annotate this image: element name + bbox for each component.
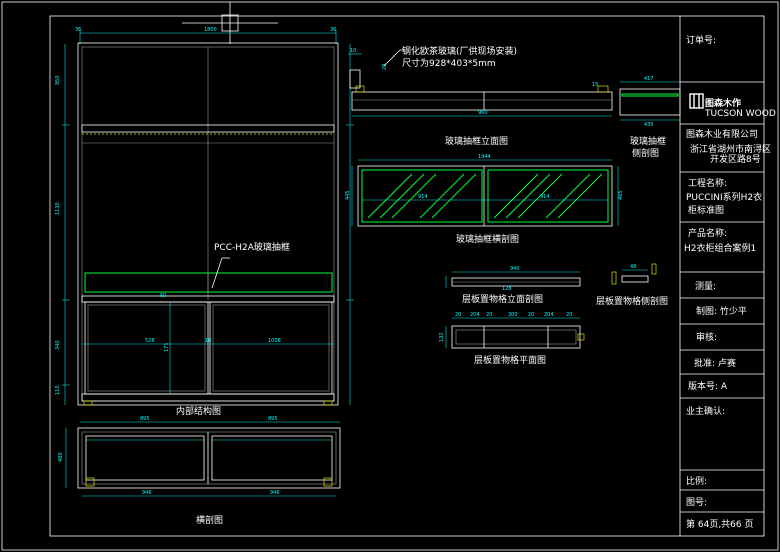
dim-shelf-p1: 20 [455,312,461,318]
glass-frame-front-title: 玻璃抽框立面图 [445,135,508,147]
glass-frame-front-view: 钢化欧茶玻璃(厂供现场安装) 尺寸为928*403*5mm 10 28 960 … [348,45,613,147]
shelf-side-title: 层板置物格侧剖图 [596,295,668,307]
approve-label: 批准: 卢赛 [694,357,736,369]
owner-confirm-label: 业主确认: [686,405,725,417]
dim-gf-sec-h2: 465 [618,190,624,200]
review-label: 审核: [696,331,717,343]
dim-top-width: 1800 [204,27,217,33]
dim-left-h3: 340 [55,340,61,350]
dim-shelf-side-w: 48 [630,264,636,270]
dim-sec-top: 895 [140,416,150,422]
dim-shelf-p2: 204 [470,312,480,318]
drawing-no-label: 图号: [686,497,707,508]
dim-sec-top-r: 895 [268,416,278,422]
address-line-2: 开发区路8号 [710,153,761,165]
shelf-side-view: 48 层板置物格侧剖图 [596,263,668,307]
drafter-label: 制图: 竹少平 [696,305,747,317]
dim-sec-bot-r: 946 [270,490,280,496]
inner-border [49,15,765,537]
pcc-frame-label: PCC-H2A玻璃抽框 [214,241,290,253]
dim-1008: 1008 [268,338,281,344]
glass-frame-side-title-1: 玻璃抽框 [630,135,666,147]
inner-structure-title: 内部结构图 [176,405,221,417]
dim-shelf-p4: 300 [508,312,518,318]
tucson-logo-icon [689,93,704,109]
glass-note: 钢化欧茶玻璃(厂供现场安装) [402,45,517,57]
project-name-2: 柜标准图 [688,204,724,216]
glass-frame-section-view: 1944 914 914 445 465 玻璃抽框横剖图 [345,154,624,245]
dim-shelf-p6: 204 [544,312,554,318]
dim-171: 171 [164,342,170,352]
dim-shelf-ph: 132 [439,332,445,342]
order-no-label: 订单号: [686,34,716,46]
dim-gf-sec-h: 445 [345,190,351,200]
company-name: 图森木业有限公司 [686,128,758,140]
dim-left-h4: 110 [55,385,61,395]
dim-gf-side-b: 435 [644,122,654,128]
dim-top-right: 36 [330,27,336,33]
dim-shelf-p7: 20 [566,312,572,318]
project-name-1: PUCCINI系列H2衣 [686,191,762,203]
dim-gf-front-h3: 15 [592,82,598,88]
glass-frame-side-view: 417 435 玻璃抽框 侧剖图 [619,76,681,159]
dim-gf-front-h1: 10 [350,48,356,54]
product-name: H2衣柜组合案例1 [684,242,756,254]
shelf-elevation-view: 940 128 层板置物格立面剖图 [445,266,581,305]
logo-cn: 图森木作 [705,97,741,109]
glass-frame-section-title: 玻璃抽框横剖图 [456,233,519,245]
dim-gf-sec-w: 1944 [478,154,491,160]
measure-label: 测量: [695,281,716,292]
dim-gf-side-w: 417 [644,76,654,82]
dim-shelf-p5: 20 [528,312,534,318]
dim-top-left: 36 [75,27,81,33]
address-line-1: 浙江省湖州市南浔区 [690,143,771,155]
crosshair-icon [182,2,278,44]
shelf-plan-title: 层板置物格平面图 [474,354,546,366]
project-label: 工程名称: [688,177,727,189]
title-block: 订单号: 图森木作 TUCSON WOOD 图森木业有限公司 浙江省湖州市南浔区… [679,16,776,536]
version-label: 版本号: A [688,380,728,392]
shelf-plan-view: 20 204 20 300 20 204 20 132 层板置物格平面图 [439,312,585,366]
dim-gf-front-w: 960 [478,110,488,116]
dim-18: 18 [205,338,211,344]
dim-528: 528 [145,338,155,344]
glass-frame-side-title-2: 侧剖图 [632,147,659,159]
dim-sec-bot-l: 946 [142,490,152,496]
dim-left-h1: 950 [55,75,61,85]
dim-shelf-w: 940 [510,266,520,272]
dim-gf-sec-914b: 914 [540,194,550,200]
shelf-elev-title: 层板置物格立面剖图 [462,293,543,305]
logo-en: TUCSON WOOD [704,109,776,119]
dim-gf-sec-914a: 914 [418,194,428,200]
glass-size: 尺寸为928*403*5mm [402,57,496,69]
dim-shelf-e1: 128 [502,286,512,292]
dim-left-h2: 1130 [55,202,61,215]
cross-section-view: 895 895 480 946 946 横剖图 [58,416,341,526]
product-label: 产品名称: [688,227,727,239]
dim-sec-h: 480 [58,452,64,462]
dim-shelf-p3: 20 [486,312,492,318]
page-label: 第 64页,共66 页 [686,518,754,530]
dim-60: 60 [160,293,166,299]
inner-structure-elevation: 1800 36 36 950 1130 340 110 PCC-H2A玻璃抽框 [55,27,354,417]
cross-section-title: 横剖图 [196,514,223,526]
dim-gf-front-h2: 28 [382,64,388,70]
scale-label: 比例: [686,475,707,487]
